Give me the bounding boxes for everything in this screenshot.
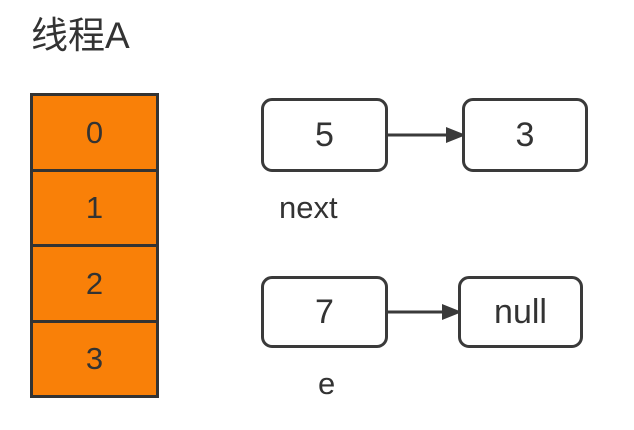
- bucket-cell-2: 2: [33, 247, 156, 323]
- page-title: 线程A: [31, 15, 130, 56]
- pointer-label-e: e: [318, 366, 336, 401]
- arrow-right-icon: [386, 304, 462, 320]
- node-box-from-row-2: 7: [261, 276, 388, 348]
- arrow-right-icon: [386, 127, 466, 143]
- pointer-label-next: next: [279, 190, 338, 225]
- bucket-cell-0: 0: [33, 96, 156, 172]
- node-box-to-row-2: null: [458, 276, 583, 348]
- node-box-to-row-1: 3: [462, 98, 588, 172]
- node-box-from-row-1: 5: [261, 98, 388, 172]
- bucket-cell-1: 1: [33, 171, 156, 247]
- bucket-cell-3: 3: [33, 322, 156, 395]
- hash-bucket-array: 0 1 2 3: [30, 93, 159, 398]
